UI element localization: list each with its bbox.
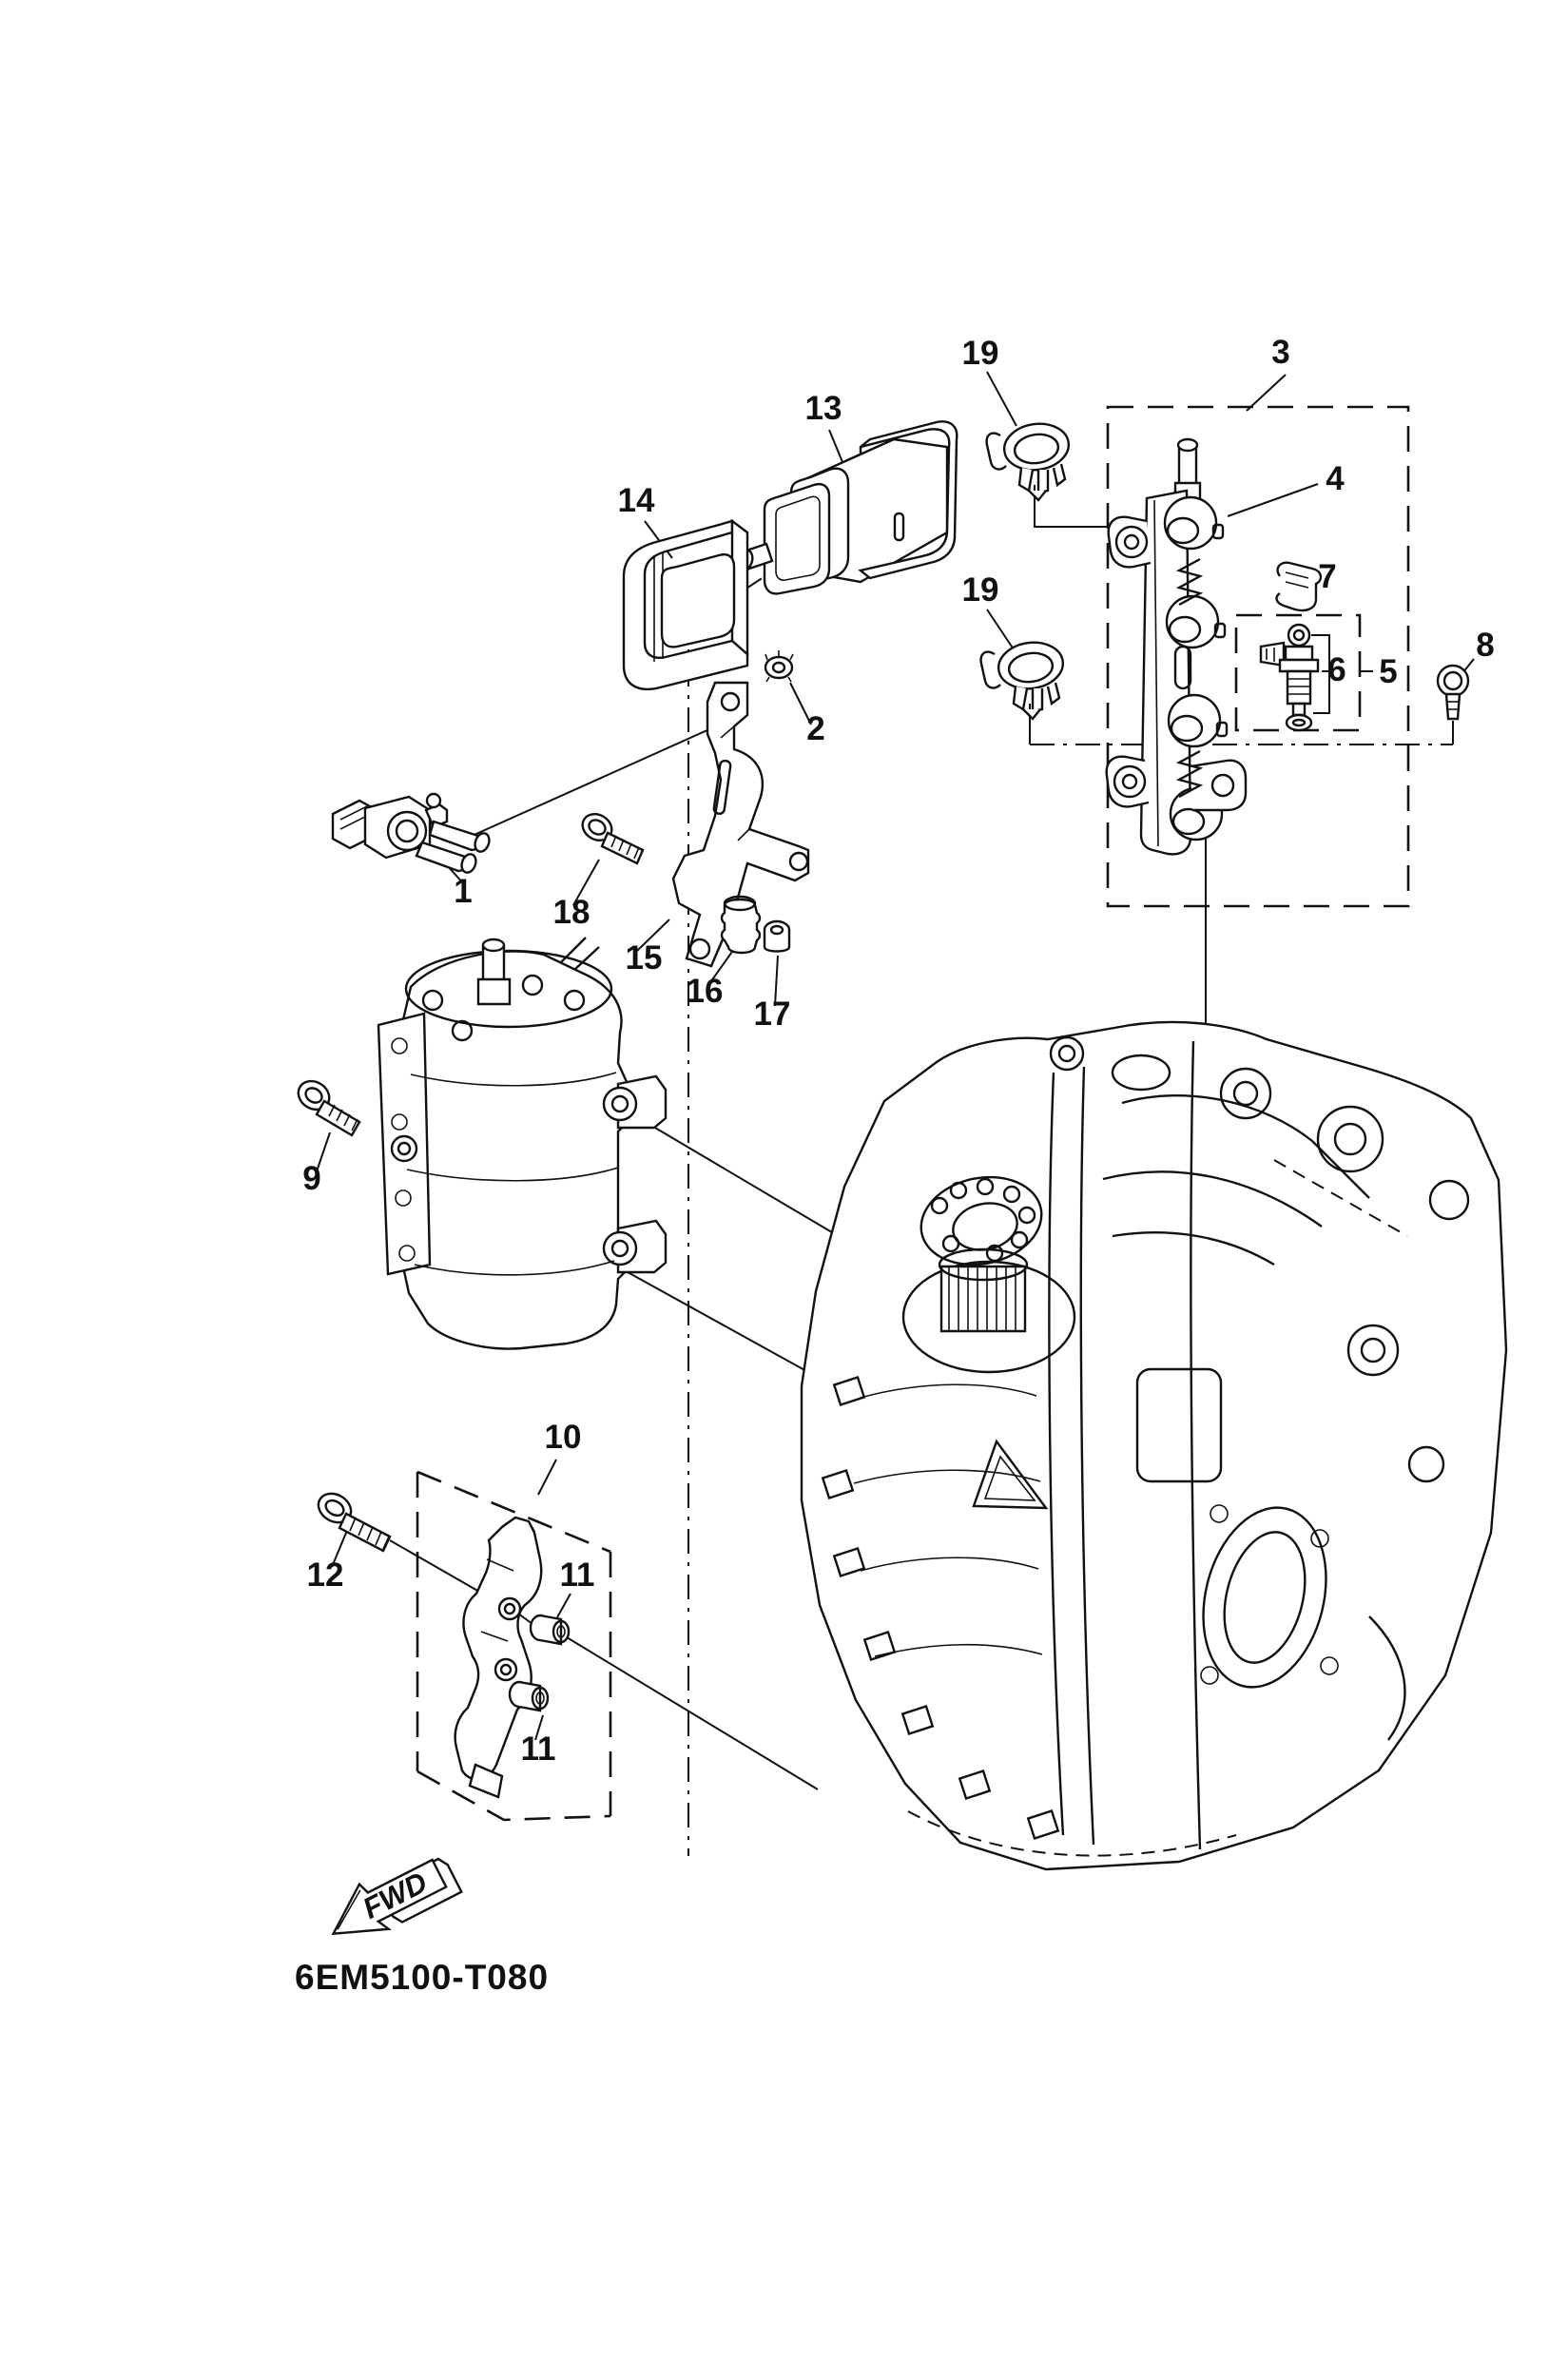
bolt-part-18 bbox=[581, 812, 645, 865]
hose-clamp-part-19-bottom bbox=[979, 641, 1065, 721]
callout-13: 13 bbox=[805, 390, 842, 427]
canister-part-13 bbox=[735, 420, 958, 595]
callout-11a: 11 bbox=[560, 1557, 595, 1594]
boot-part-14 bbox=[622, 518, 749, 691]
callout-17: 17 bbox=[754, 996, 791, 1033]
callout-6: 6 bbox=[1327, 651, 1345, 688]
drawing-code: 6EM5100-T080 bbox=[295, 1958, 549, 1997]
bolt-part-9 bbox=[297, 1079, 361, 1137]
spacer-part-11-upper bbox=[529, 1614, 571, 1646]
callout-1: 1 bbox=[454, 873, 472, 910]
fwd-arrow-icon: FWD bbox=[331, 1857, 463, 1936]
callout-10: 10 bbox=[545, 1419, 582, 1456]
solenoid-valve-part-1 bbox=[331, 792, 491, 874]
callout-19b: 19 bbox=[962, 571, 999, 609]
vapor-separator-assembly bbox=[377, 937, 668, 1350]
screw-part-8 bbox=[1436, 664, 1470, 721]
bracket-part-15 bbox=[671, 681, 810, 968]
callout-2: 2 bbox=[806, 710, 824, 747]
bracket-part-10 bbox=[454, 1516, 543, 1799]
collar-part-17 bbox=[763, 919, 791, 953]
callout-7: 7 bbox=[1318, 558, 1336, 595]
callout-11b: 11 bbox=[521, 1731, 556, 1768]
callout-18: 18 bbox=[553, 894, 590, 931]
injector-box-5-6 bbox=[1234, 613, 1362, 732]
bolt-part-12 bbox=[317, 1492, 392, 1553]
callout-4: 4 bbox=[1326, 460, 1345, 497]
callout-15: 15 bbox=[626, 939, 663, 976]
grommet-part-16 bbox=[720, 895, 762, 955]
callout-labels: 1 2 3 4 5 6 7 8 9 10 11 11 12 13 14 15 1… bbox=[302, 334, 1494, 1768]
fuel-rail-part-4 bbox=[1105, 437, 1248, 856]
bracket-assembly-box-10 bbox=[317, 1470, 612, 1822]
callout-16: 16 bbox=[687, 973, 724, 1010]
nut-part-2 bbox=[764, 650, 794, 683]
callout-8: 8 bbox=[1476, 627, 1494, 664]
callout-9: 9 bbox=[302, 1160, 320, 1197]
hose-clamp-part-19-top bbox=[985, 422, 1071, 502]
spacer-part-11-lower bbox=[508, 1680, 550, 1712]
callout-14: 14 bbox=[618, 482, 655, 519]
callout-5: 5 bbox=[1379, 653, 1397, 690]
engine-block-illustration bbox=[800, 1020, 1508, 1871]
pressure-clip-part-7 bbox=[1275, 561, 1323, 612]
callout-12: 12 bbox=[307, 1557, 344, 1594]
callout-19a: 19 bbox=[962, 335, 999, 372]
fuel-rail-assembly-box-3 bbox=[1105, 405, 1470, 908]
callout-3: 3 bbox=[1271, 334, 1289, 371]
